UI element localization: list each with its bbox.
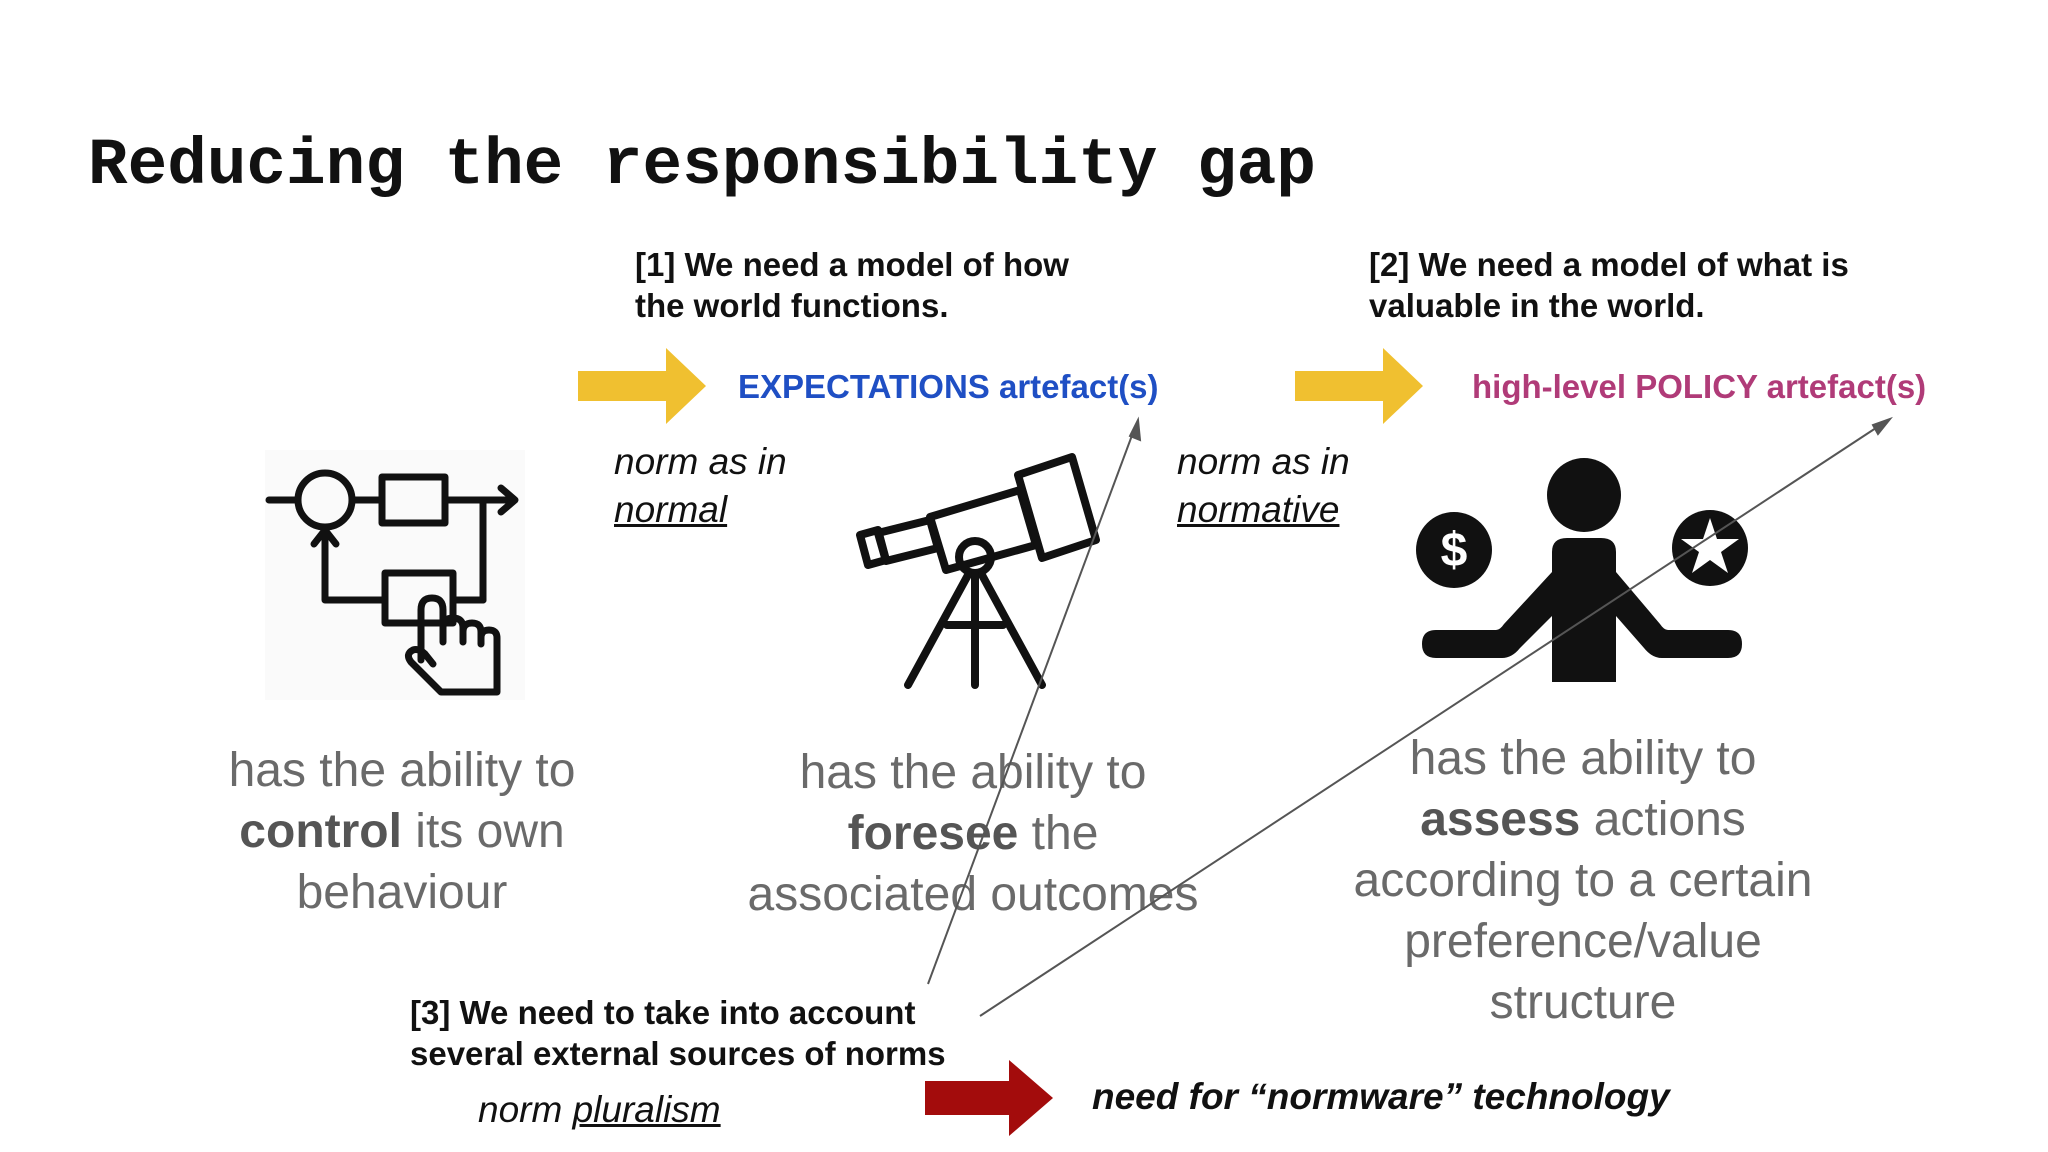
need-2-text: [2] We need a model of what is valuable … — [1369, 244, 1849, 326]
connector-to-policy — [979, 423, 1883, 1017]
yellow-arrow-1 — [578, 348, 706, 424]
norm-pluralism-prefix: norm — [478, 1089, 573, 1130]
ability-assess-text: has the ability to assess actions accord… — [1283, 728, 1883, 1033]
need-2-line-1: [2] We need a model of what is — [1369, 246, 1849, 283]
norm-pluralism-word: pluralism — [572, 1089, 721, 1130]
connector-to-expectations — [927, 429, 1135, 985]
norm-normative-text: norm as in normative — [1177, 438, 1350, 534]
ability-foresee-line-3: associated outcomes — [747, 868, 1199, 921]
need-1-line-1: [1] We need a model of how — [635, 246, 1069, 283]
expectations-artefact-label: EXPECTATIONS artefact(s) — [738, 368, 1159, 405]
ability-assess-line-1: has the ability to — [1409, 732, 1757, 785]
norm-pluralism-text: norm pluralism — [478, 1086, 721, 1134]
ability-assess-line-5: structure — [1489, 976, 1677, 1029]
norm-normative-word: normative — [1177, 489, 1340, 530]
need-3-line-1: [3] We need to take into account — [410, 994, 916, 1031]
norm-normal-word: normal — [614, 489, 728, 530]
need-3-text: [3] We need to take into account several… — [410, 992, 946, 1074]
svg-text:$: $ — [1441, 524, 1468, 577]
person-weighing-money-and-values-icon: $ — [1416, 458, 1748, 682]
ability-foresee-line-1: has the ability to — [799, 746, 1147, 799]
need-1-line-2: the world functions. — [635, 287, 949, 324]
ability-control-line-3: behaviour — [296, 866, 508, 919]
norm-normal-text: norm as in normal — [614, 438, 787, 534]
ability-assess-keyword: assess — [1420, 793, 1581, 846]
connector-to-policy-head — [1871, 416, 1893, 436]
norm-normal-prefix: norm as in — [614, 441, 787, 482]
need-2-line-2: valuable in the world. — [1369, 287, 1705, 324]
need-3-line-2: several external sources of norms — [410, 1035, 946, 1072]
telescope-icon — [856, 453, 1100, 689]
yellow-arrow-2 — [1295, 348, 1423, 424]
connector-to-expectations-head — [1128, 416, 1142, 442]
red-arrow — [925, 1060, 1053, 1136]
ability-assess-rest: actions — [1580, 793, 1746, 846]
norm-normative-prefix: norm as in — [1177, 441, 1350, 482]
ability-foresee-text: has the ability to foresee the associate… — [673, 742, 1273, 925]
ability-assess-line-4: preference/value — [1404, 915, 1762, 968]
ability-assess-line-3: according to a certain — [1353, 854, 1813, 907]
need-1-text: [1] We need a model of how the world fun… — [635, 244, 1069, 326]
ability-control-keyword: control — [239, 805, 402, 858]
ability-control-rest: its own — [401, 805, 565, 858]
normware-need-text: need for “normware” technology — [1092, 1076, 1670, 1117]
policy-artefact-label: high-level POLICY artefact(s) — [1472, 368, 1927, 405]
control-loop-hand-icon — [265, 450, 525, 700]
ability-control-text: has the ability to control its own behav… — [100, 740, 704, 923]
slide-title: Reducing the responsibility gap — [88, 128, 1316, 203]
ability-control-line-1: has the ability to — [228, 744, 576, 797]
ability-foresee-rest: the — [1018, 807, 1099, 860]
